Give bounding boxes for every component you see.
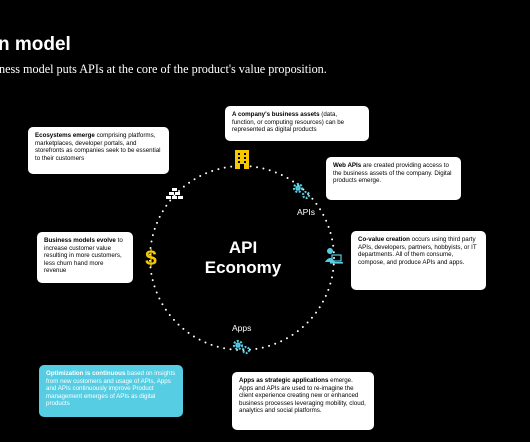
covalue-card-heading: Co-value creation [358, 236, 410, 243]
ecosystems-card-heading: Ecosystems emerge [35, 132, 95, 139]
gold-bars-icon [166, 188, 183, 199]
building-icon [235, 150, 249, 169]
business-models-card: Business models evolve to increase custo… [37, 232, 133, 283]
apis-label: APIs [297, 207, 315, 217]
webapis-card-text: are created providing access to the busi… [333, 162, 452, 185]
apps-card: Apps as strategic applications emerge. A… [232, 372, 374, 430]
center-label-line1: API [228, 238, 258, 257]
gears-icon [232, 339, 251, 355]
center-label-line2: Economy [204, 258, 282, 277]
covalue-card-text: occurs using third party APIs, developer… [358, 236, 477, 266]
page-title: n model [0, 34, 71, 55]
assets-card-text: (data, function, or computing resources)… [232, 111, 345, 134]
assets-card-heading: A company's business assets [232, 111, 320, 118]
assets-card: A company's business assets (data, funct… [225, 106, 369, 141]
business-models-card-text: to increase customer value resulting in … [44, 237, 123, 275]
optimization-card: Optimization is continuous based on insi… [39, 365, 183, 417]
optimization-card-text: based on insights from new customers and… [46, 370, 176, 408]
ecosystems-card: Ecosystems emerge comprising platforms, … [28, 127, 169, 174]
page-subtitle: ness model puts APIs at the core of the … [0, 62, 327, 76]
dollar-icon: $ [145, 247, 157, 270]
center-label: API Economy [198, 238, 288, 278]
developer-laptop-icon [325, 248, 343, 264]
apps-card-heading: Apps as strategic applications [239, 377, 329, 384]
apps-label: Apps [232, 323, 252, 333]
apps-card-text: emerge. Apps and APIs are used to re-ima… [239, 377, 366, 415]
webapis-card-heading: Web APIs [333, 162, 362, 169]
webapis-card: Web APIs are created providing access to… [326, 157, 461, 200]
optimization-card-heading: Optimization is continuous [46, 370, 126, 377]
business-models-card-heading: Business models evolve [44, 237, 116, 244]
ecosystems-card-text: comprising platforms, marketplaces, deve… [35, 132, 161, 162]
cycle-ring [149, 165, 335, 351]
covalue-card: Co-value creation occurs using third par… [351, 231, 486, 290]
gears-icon [292, 182, 311, 200]
